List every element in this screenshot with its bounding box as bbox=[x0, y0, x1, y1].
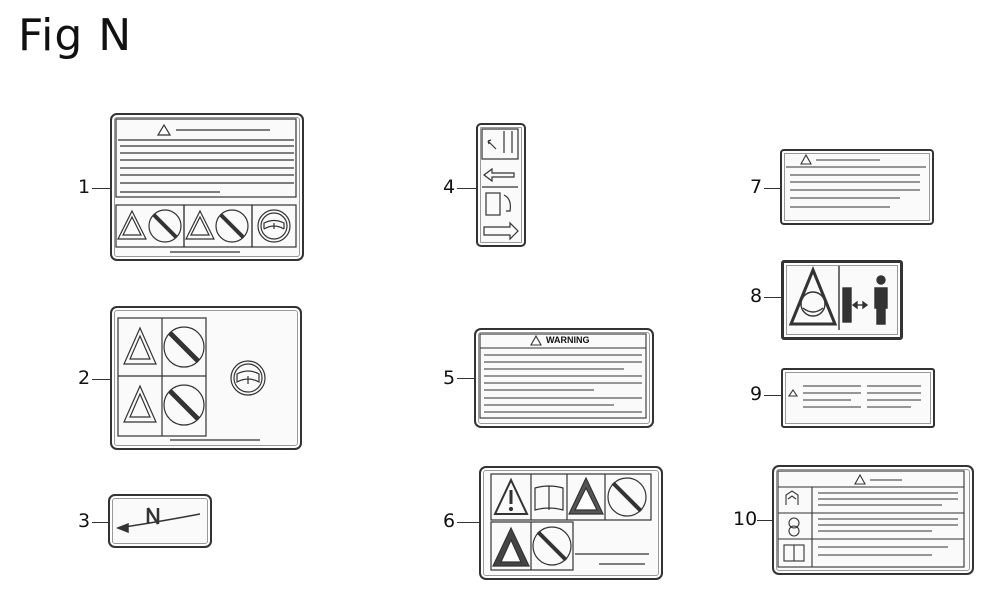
callout-8: 8 bbox=[750, 285, 763, 307]
callout-6: 6 bbox=[443, 510, 456, 532]
figure-title: Fig N bbox=[18, 10, 133, 61]
decal-6-art bbox=[490, 473, 652, 571]
callout-7: 7 bbox=[750, 176, 763, 198]
decal-1-art bbox=[115, 118, 297, 253]
callout-4: 4 bbox=[443, 176, 456, 198]
decal-5-warning-heading: WARNING bbox=[546, 335, 590, 345]
decal-2-art bbox=[117, 317, 266, 441]
decal-10 bbox=[772, 465, 974, 575]
leader-8 bbox=[764, 297, 782, 298]
leader-3 bbox=[92, 522, 108, 523]
callout-10: 10 bbox=[733, 508, 758, 530]
leader-5 bbox=[457, 378, 475, 379]
decal-9 bbox=[781, 368, 935, 428]
decal-7-art bbox=[786, 153, 926, 208]
decal-8-art bbox=[788, 266, 888, 330]
decal-1 bbox=[110, 113, 304, 261]
callout-9: 9 bbox=[750, 383, 763, 405]
leader-10 bbox=[757, 520, 775, 521]
decal-5-art bbox=[479, 333, 647, 419]
leader-6 bbox=[457, 522, 479, 523]
callout-3: 3 bbox=[78, 510, 91, 532]
callout-5: 5 bbox=[443, 367, 456, 389]
callout-2: 2 bbox=[78, 367, 91, 389]
decal-10-art bbox=[777, 470, 965, 568]
decal-5 bbox=[474, 328, 654, 428]
decal-3-art bbox=[115, 507, 201, 534]
callout-1: 1 bbox=[78, 176, 91, 198]
leader-1 bbox=[92, 188, 112, 189]
leader-2 bbox=[92, 379, 112, 380]
decal-4-art bbox=[481, 128, 519, 241]
leader-9 bbox=[764, 395, 782, 396]
leader-4 bbox=[457, 188, 477, 189]
leader-7 bbox=[764, 188, 780, 189]
decal-9-art bbox=[787, 385, 921, 408]
